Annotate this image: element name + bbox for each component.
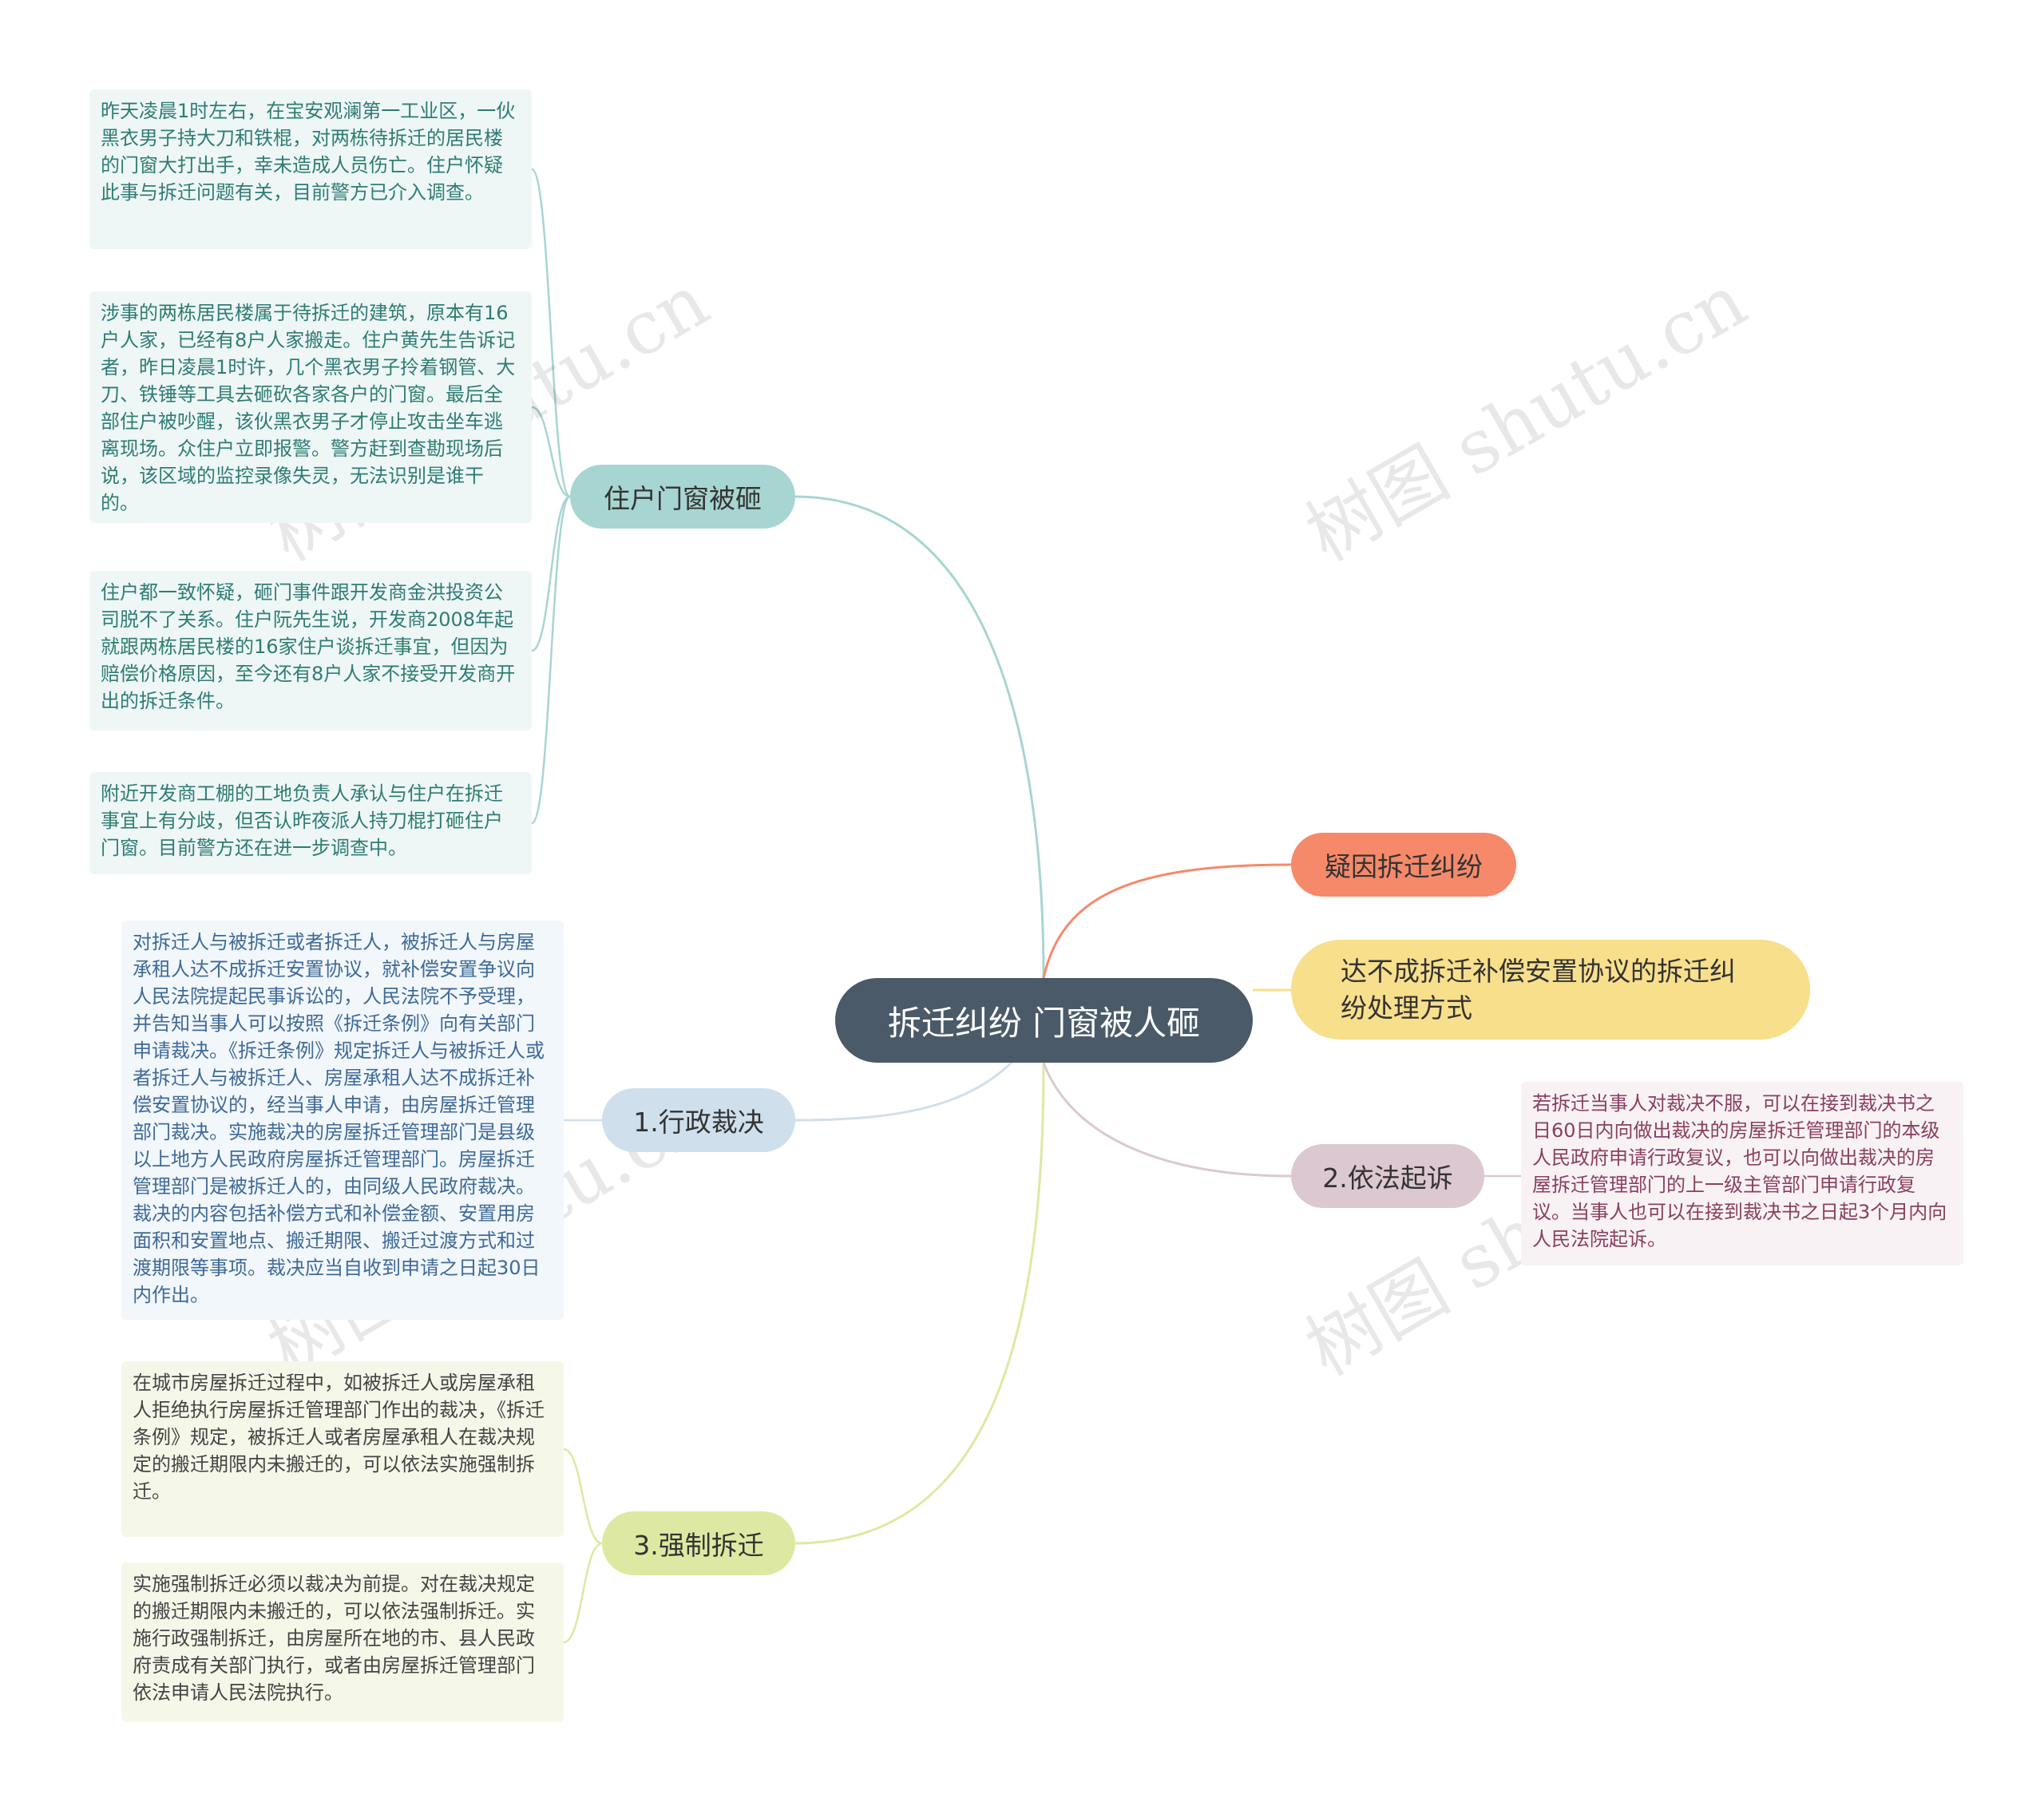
topic-door-smashed[interactable]: 住户门窗被砸 xyxy=(570,465,795,529)
topic-no-agreement[interactable]: 达不成拆迁补偿安置协议的拆迁纠纷处理方式 xyxy=(1291,940,1810,1040)
root-topic[interactable]: 拆迁纠纷 门窗被人砸 xyxy=(835,978,1253,1063)
link-force-leaf-2 xyxy=(563,1542,603,1644)
link-force-leaf-1 xyxy=(563,1448,603,1545)
link-root-doubt xyxy=(1042,863,1292,979)
detail-note[interactable]: 涉事的两栋居民楼属于待拆迁的建筑，原本有16户人家，已经有8户人家搬走。住户黄先… xyxy=(89,291,532,523)
link-door-leaf-2 xyxy=(531,406,571,498)
detail-note[interactable]: 若拆迁当事人对裁决不服，可以在接到裁决书之日60日内向做出裁决的房屋拆迁管理部门… xyxy=(1521,1082,1963,1265)
detail-note[interactable]: 实施强制拆迁必须以裁决为前提。对在裁决规定的搬迁期限内未搬迁的，可以依法强制拆迁… xyxy=(121,1562,564,1722)
link-door-leaf-1 xyxy=(530,168,572,498)
link-root-force xyxy=(794,1062,1045,1545)
link-door-leaf-4 xyxy=(530,495,572,825)
link-root-door xyxy=(794,495,1045,979)
detail-note[interactable]: 附近开发商工棚的工地负责人承认与住户在拆迁事宜上有分歧，但否认昨夜派人持刀棍打砸… xyxy=(89,772,532,874)
link-door-leaf-3 xyxy=(531,495,571,652)
link-root-sue xyxy=(1042,1062,1292,1178)
topic-admin-ruling[interactable]: 1.行政裁决 xyxy=(602,1088,795,1152)
detail-note[interactable]: 对拆迁人与被拆迁或者拆迁人，被拆迁人与房屋承租人达不成拆迁安置协议，就补偿安置争… xyxy=(121,921,564,1320)
detail-note[interactable]: 在城市房屋拆迁过程中，如被拆迁人或房屋承租人拒绝执行房屋拆迁管理部门作出的裁决，… xyxy=(121,1361,564,1537)
detail-note[interactable]: 昨天凌晨1时左右，在宝安观澜第一工业区，一伙黑衣男子持大刀和铁棍，对两栋待拆迁的… xyxy=(89,89,532,249)
topic-forced-demolition[interactable]: 3.强制拆迁 xyxy=(602,1511,795,1575)
detail-note[interactable]: 住户都一致怀疑，砸门事件跟开发商金洪投资公司脱不了关系。住户阮先生说，开发商20… xyxy=(89,571,532,731)
topic-lawsuit[interactable]: 2.依法起诉 xyxy=(1291,1144,1484,1208)
topic-suspected-dispute[interactable]: 疑因拆迁纠纷 xyxy=(1291,833,1516,897)
